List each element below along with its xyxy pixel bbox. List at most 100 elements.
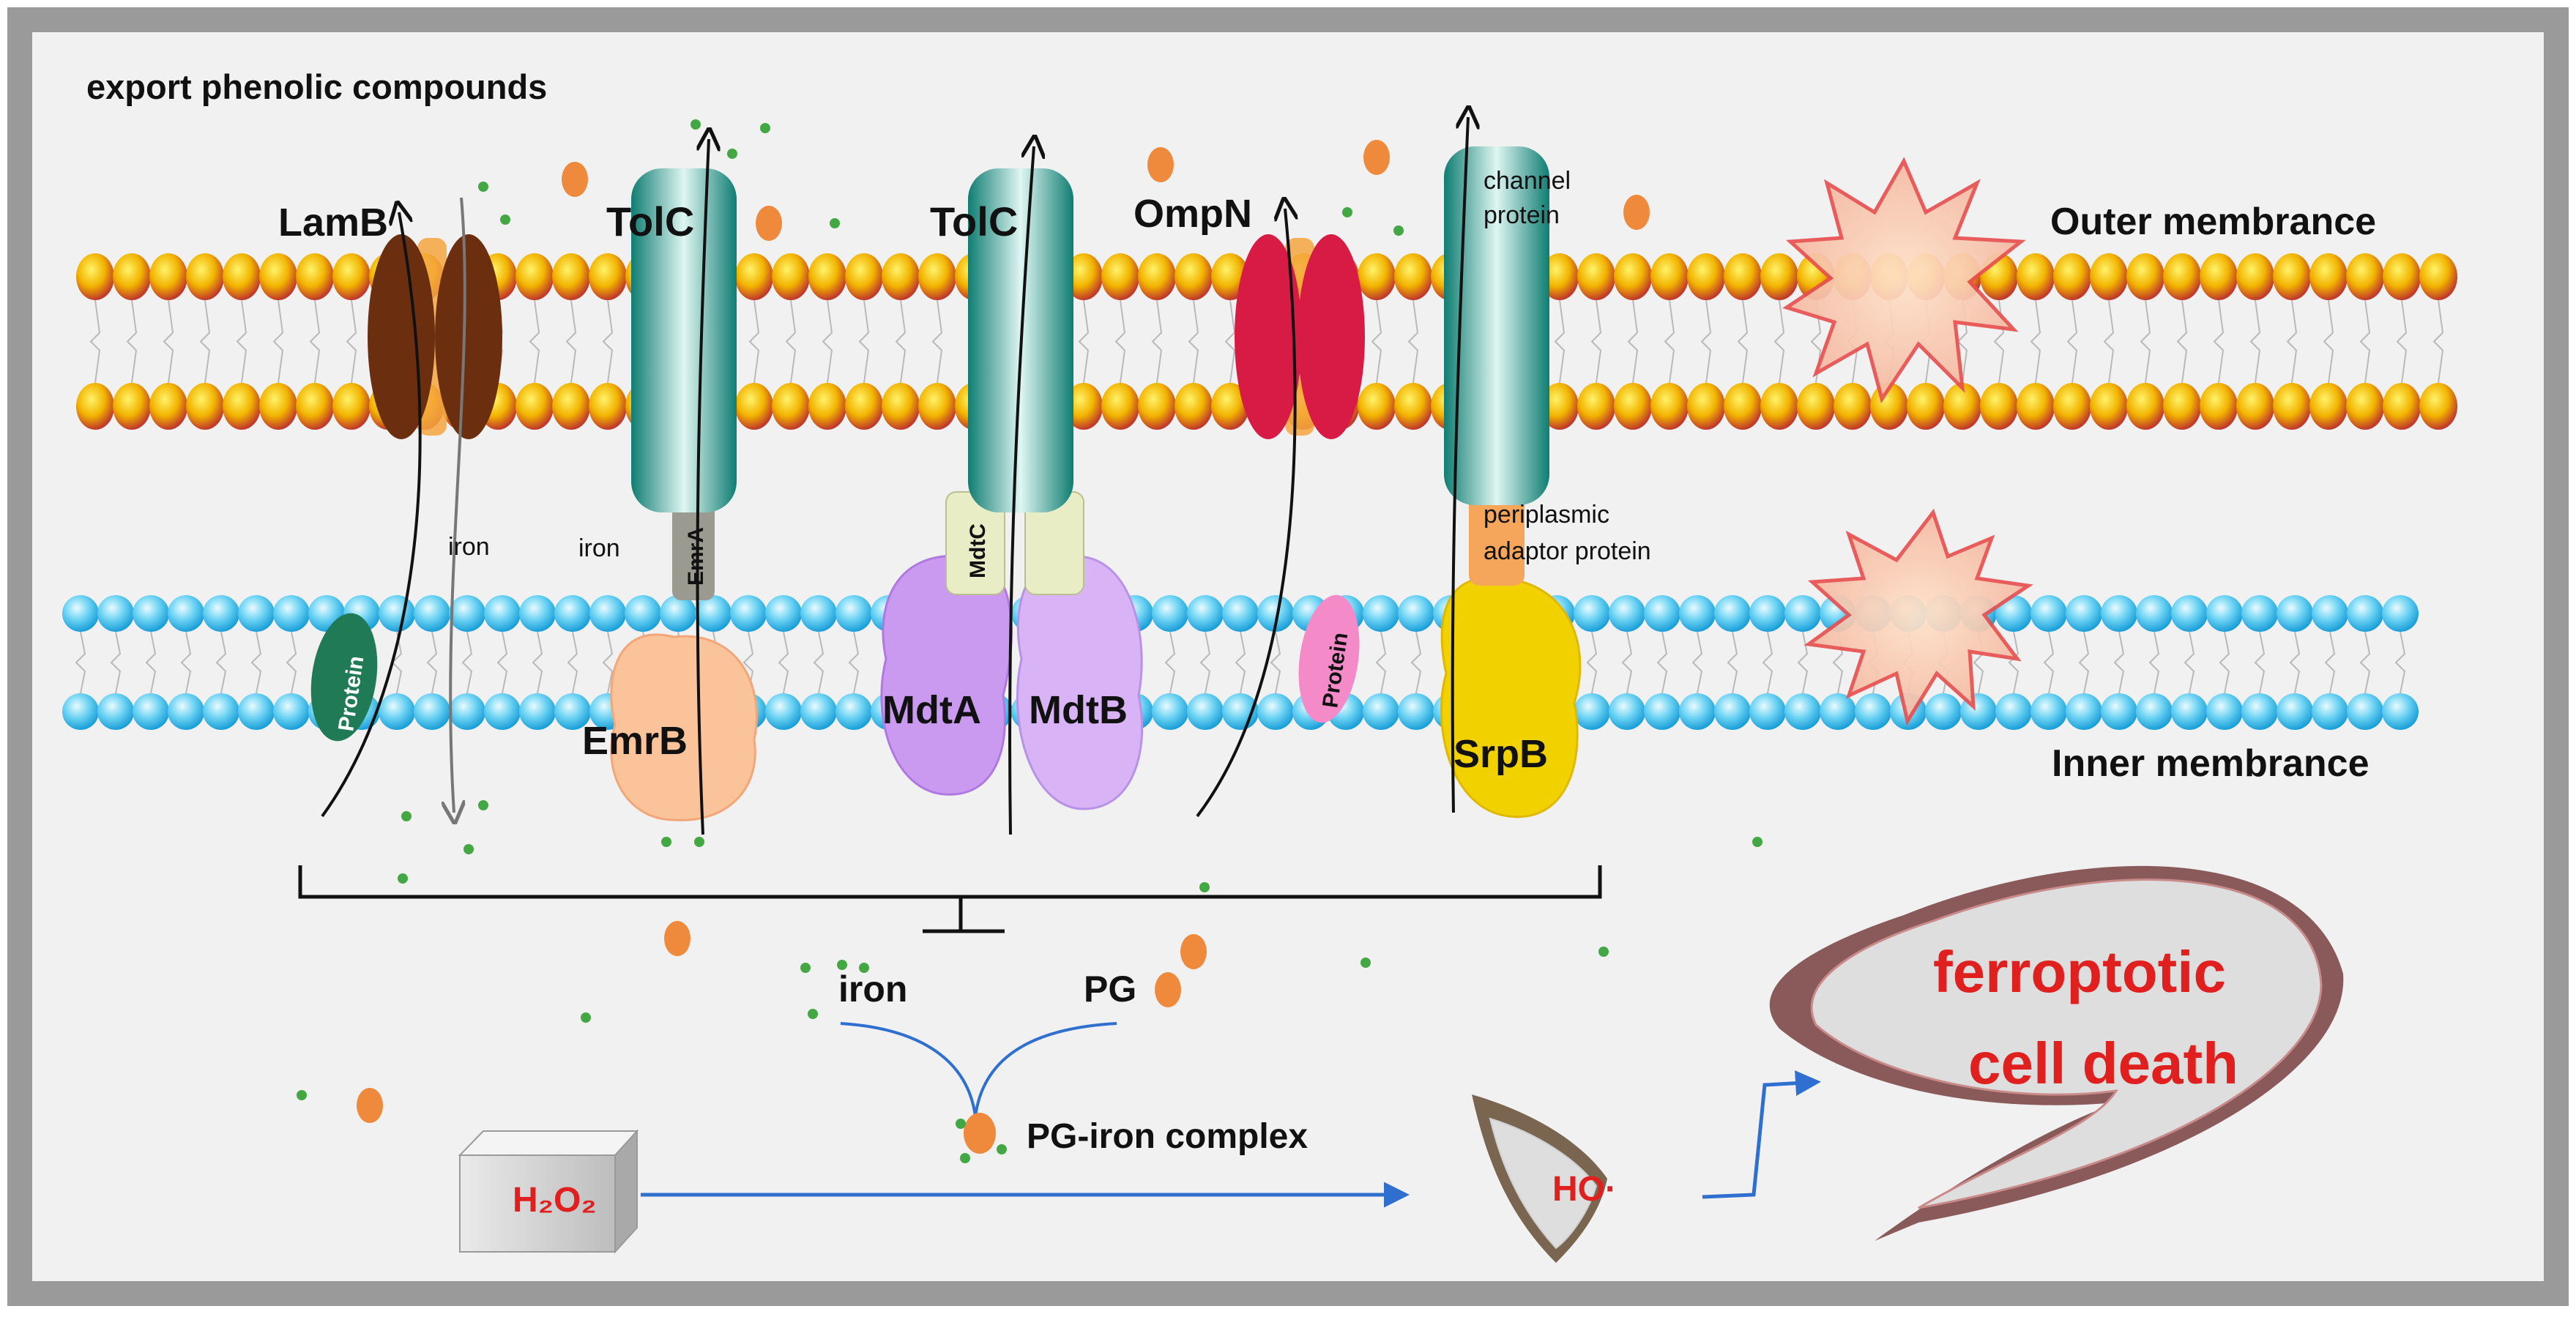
- lipid-head: [1574, 595, 1610, 632]
- lipid-head: [1363, 595, 1399, 632]
- lipid-tail: [2289, 631, 2301, 694]
- lipid-tail: [848, 631, 860, 694]
- lipid-tail: [1727, 631, 1738, 694]
- membrane-burst-outer: [1782, 157, 2026, 403]
- lipid-tail: [1224, 299, 1236, 384]
- lipid-head: [1714, 595, 1751, 632]
- lipid-head: [2101, 595, 2137, 632]
- iron-pathway-label: iron: [838, 969, 907, 1010]
- outer-membrane-label: Outer membrance: [2050, 201, 2376, 243]
- lipid-head: [2206, 595, 2243, 632]
- lipid-head: [1394, 253, 1432, 300]
- lipid-tail: [1375, 631, 1387, 694]
- lipid-tail: [1627, 299, 1639, 384]
- iron-molecule: [464, 844, 474, 854]
- lipid-head: [1995, 693, 2032, 730]
- lipid-tail: [163, 299, 174, 384]
- lipid-head: [1760, 253, 1798, 300]
- lipid-tail: [2148, 631, 2160, 694]
- lipid-head: [735, 383, 773, 430]
- lipid-tail: [1700, 299, 1712, 384]
- lipid-tail: [1151, 299, 1163, 384]
- lipid-head: [1358, 253, 1396, 300]
- pg-iron-complex-icon: [956, 1113, 1007, 1163]
- pg-pathway-label: PG: [1084, 969, 1136, 1010]
- lipid-head: [1394, 383, 1432, 430]
- lipid-tail: [1797, 631, 1809, 694]
- lipid-head: [1152, 693, 1188, 730]
- lipid-head: [1222, 595, 1259, 632]
- lipid-head: [515, 383, 554, 430]
- lipid-head: [238, 693, 275, 730]
- pg-molecule: [756, 206, 782, 241]
- lipid-head: [484, 595, 521, 632]
- ompn-porin: [1235, 234, 1365, 439]
- lipid-tail: [250, 631, 262, 694]
- srpb-export-arrow: [1451, 117, 1468, 813]
- lipid-head: [2277, 595, 2313, 632]
- lipid-head: [2053, 253, 2091, 300]
- lipid-tail: [2066, 299, 2078, 384]
- lipid-head: [2090, 383, 2128, 430]
- lipid-head: [765, 595, 802, 632]
- periplasmic-adaptor-line2: adaptor protein: [1484, 537, 1651, 565]
- lipid-tail: [1078, 299, 1090, 384]
- death-label-line2: cell death: [1968, 1031, 2238, 1096]
- lipid-tail: [2043, 631, 2055, 694]
- lipid-head: [1855, 693, 1891, 730]
- lipid-tail: [272, 299, 284, 384]
- lipid-head: [1363, 693, 1399, 730]
- lipid-head: [2171, 693, 2208, 730]
- hydroxyl-radical-label: HO·: [1552, 1170, 1617, 1209]
- pg-molecule: [1155, 972, 1181, 1007]
- periplasmic-adaptor-line1: periplasmic: [1484, 501, 1609, 529]
- lipid-tail: [126, 299, 138, 384]
- lipid-head: [203, 693, 239, 730]
- lipid-head: [1995, 595, 2032, 632]
- lipid-tail: [236, 299, 247, 384]
- lipid-tail: [89, 299, 101, 384]
- lipid-head: [186, 253, 224, 300]
- lamb-porin: [368, 234, 502, 439]
- lipid-head: [2017, 253, 2055, 300]
- lipid-head: [1679, 595, 1716, 632]
- lipid-head: [1541, 383, 1579, 430]
- lipid-head: [2346, 253, 2384, 300]
- lipid-head: [808, 253, 846, 300]
- ompn-export-arrow: [1196, 209, 1295, 818]
- iron-molecule: [581, 1012, 591, 1023]
- lipid-head: [808, 383, 846, 430]
- membrane-protein-left: [310, 613, 378, 742]
- lipid-head: [2066, 693, 2102, 730]
- pg-molecule: [357, 1088, 383, 1123]
- lipid-tail: [1691, 631, 1703, 694]
- lipid-tail: [1621, 631, 1633, 694]
- lipid-head: [484, 693, 521, 730]
- srpb-label: SrpB: [1453, 732, 1548, 776]
- lipid-head: [332, 253, 371, 300]
- lipid-head: [332, 383, 371, 430]
- lipid-head: [2206, 693, 2243, 730]
- lipid-head: [1980, 383, 2018, 430]
- pg-molecule: [1623, 195, 1650, 230]
- lipid-head: [552, 253, 590, 300]
- lipid-tail: [145, 631, 157, 694]
- lipid-tail: [2184, 631, 2195, 694]
- lipid-head: [2030, 693, 2067, 730]
- lipid-head: [1760, 383, 1798, 430]
- lipid-head: [449, 693, 485, 730]
- iron-molecule: [1342, 207, 1352, 217]
- lipid-tail: [1656, 631, 1668, 694]
- lipid-head: [2312, 693, 2348, 730]
- lipid-head: [2136, 595, 2173, 632]
- iron-molecule: [478, 800, 488, 810]
- lipid-head: [1650, 253, 1689, 300]
- tolc-label-1: TolC: [606, 198, 694, 245]
- lipid-head: [845, 253, 883, 300]
- lipid-head: [62, 693, 99, 730]
- iron-label-left: iron: [448, 533, 490, 561]
- lipid-tail: [2432, 299, 2444, 384]
- iron-molecule: [500, 214, 510, 225]
- lipid-head: [97, 693, 134, 730]
